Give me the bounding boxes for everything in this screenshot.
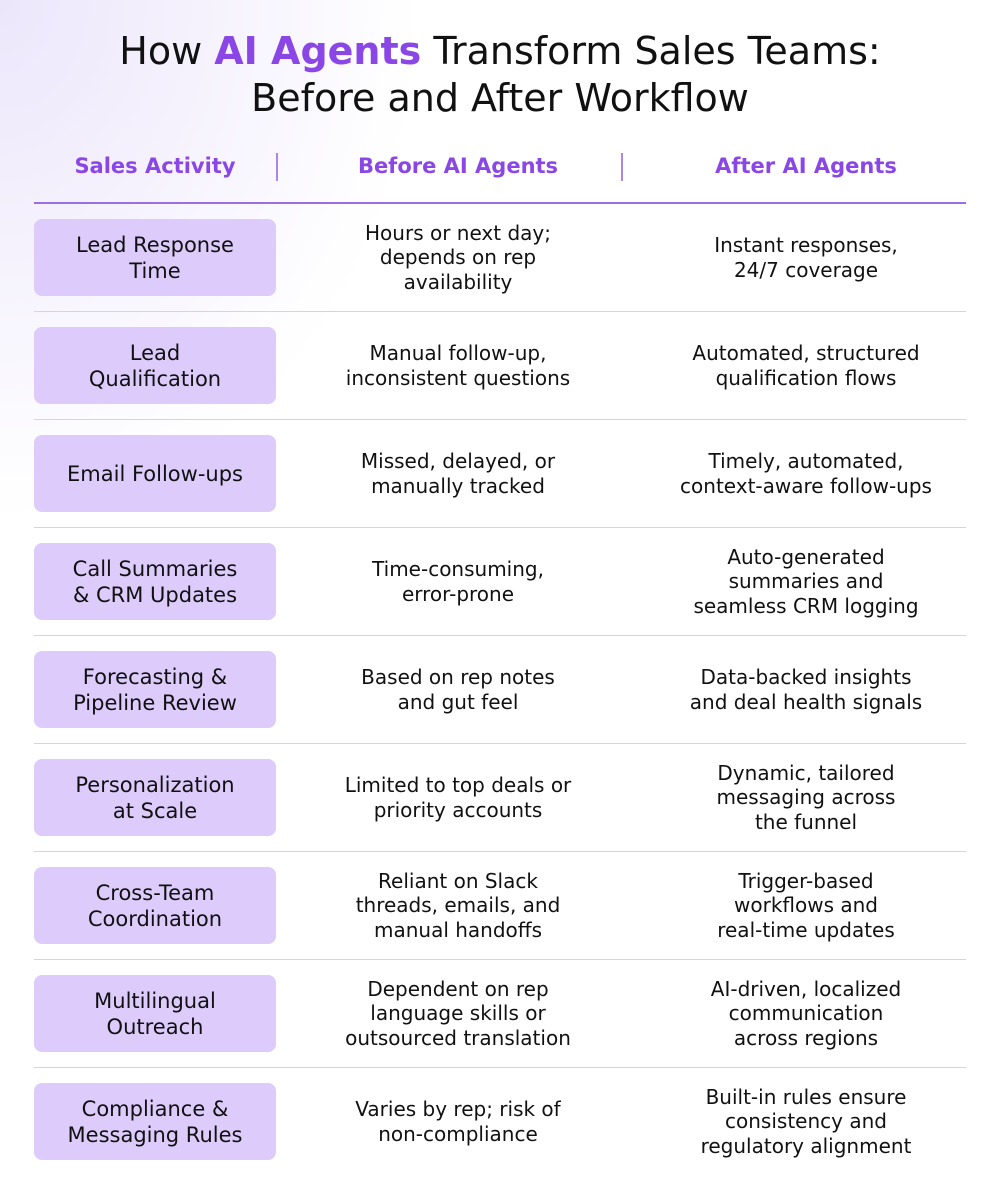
after-cell: Data-backed insights and deal health sig… [689, 665, 923, 714]
before-cell: Varies by rep; risk of non-compliance [355, 1097, 561, 1146]
title-suffix: Transform Sales Teams: [421, 29, 881, 73]
after-cell: AI-driven, localized communication acros… [710, 976, 902, 1050]
activity-label: Call Summaries & CRM Updates [34, 543, 276, 620]
header-separator [276, 153, 278, 181]
title-prefix: How [119, 29, 215, 73]
header-divider [34, 202, 966, 204]
activity-label: Email Follow-ups [34, 435, 276, 512]
after-cell: Built-in rules ensure consistency and re… [700, 1084, 912, 1158]
after-cell: Automated, structured qualification flow… [692, 341, 920, 390]
header-sales-activity: Sales Activity [74, 154, 236, 178]
after-cell: Auto-generated summaries and seamless CR… [693, 544, 919, 618]
table-row: Personalization at Scale Limited to top … [34, 744, 966, 852]
table-row: Compliance & Messaging Rules Varies by r… [34, 1068, 966, 1176]
page-title: How AI Agents Transform Sales Teams:Befo… [0, 28, 1000, 122]
table-row: Lead Qualification Manual follow-up, inc… [34, 312, 966, 420]
activity-label: Compliance & Messaging Rules [34, 1083, 276, 1160]
before-cell: Reliant on Slack threads, emails, and ma… [355, 868, 561, 942]
table-header: Sales Activity Before AI Agents After AI… [34, 140, 966, 192]
table-row: Forecasting & Pipeline Review Based on r… [34, 636, 966, 744]
before-cell: Based on rep notes and gut feel [361, 665, 555, 714]
header-separator [621, 153, 623, 181]
header-before-ai-agents: Before AI Agents [357, 154, 559, 178]
activity-label: Cross-Team Coordination [34, 867, 276, 944]
after-cell: Trigger-based workflows and real-time up… [717, 868, 895, 942]
title-line2: Before and After Workflow [251, 76, 749, 120]
header-after-ai-agents: After AI Agents [715, 154, 897, 178]
table-row: Call Summaries & CRM Updates Time-consum… [34, 528, 966, 636]
before-cell: Dependent on rep language skills or outs… [345, 976, 571, 1050]
title-accent: AI Agents [214, 29, 422, 73]
table-row: Multilingual Outreach Dependent on rep l… [34, 960, 966, 1068]
after-cell: Dynamic, tailored messaging across the f… [716, 760, 896, 834]
before-cell: Time-consuming, error-prone [372, 557, 544, 606]
before-cell: Manual follow-up, inconsistent questions [345, 341, 571, 390]
comparison-table: Lead Response Time Hours or next day; de… [34, 204, 966, 1176]
after-cell: Instant responses, 24/7 coverage [714, 233, 898, 282]
activity-label: Forecasting & Pipeline Review [34, 651, 276, 728]
table-row: Cross-Team Coordination Reliant on Slack… [34, 852, 966, 960]
activity-label: Multilingual Outreach [34, 975, 276, 1052]
after-cell: Timely, automated, context-aware follow-… [680, 449, 932, 498]
before-cell: Missed, delayed, or manually tracked [360, 449, 556, 498]
activity-label: Personalization at Scale [34, 759, 276, 836]
before-cell: Hours or next day; depends on rep availa… [365, 220, 551, 294]
table-row: Email Follow-ups Missed, delayed, or man… [34, 420, 966, 528]
activity-label: Lead Response Time [34, 219, 276, 296]
before-cell: Limited to top deals or priority account… [344, 773, 572, 822]
table-row: Lead Response Time Hours or next day; de… [34, 204, 966, 312]
activity-label: Lead Qualification [34, 327, 276, 404]
